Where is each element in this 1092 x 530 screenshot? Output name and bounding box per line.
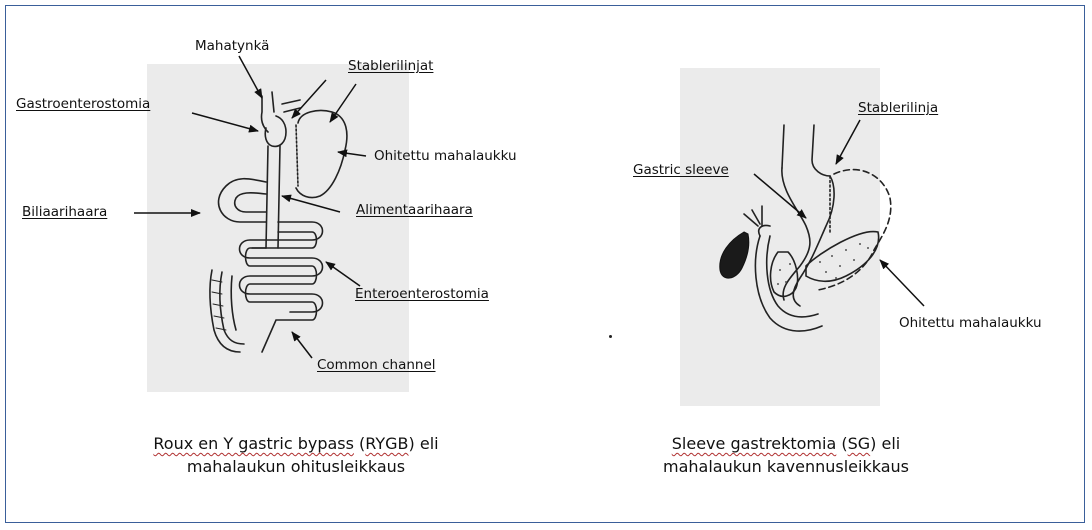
caption-rygb-tail: ) eli	[409, 434, 439, 453]
label-gastric-sleeve: Gastric sleeve	[633, 162, 729, 178]
esophagus-left	[261, 96, 268, 132]
caption-sg-name: Sleeve gastrektomia	[672, 434, 837, 453]
caption-rygb-line2: mahalaukun ohitusleikkaus	[96, 455, 496, 478]
gallbladder	[720, 232, 749, 278]
texture-dots	[777, 243, 869, 285]
arrow-common-channel	[292, 332, 312, 358]
sleeve	[782, 168, 810, 300]
arrow-ohitettu	[338, 152, 366, 156]
arrow-stablerilinja	[836, 120, 860, 164]
caption-sg-line2: mahalaukun kavennusleikkaus	[616, 455, 956, 478]
esophagus-right	[272, 92, 274, 112]
caption-sg: Sleeve gastrektomia (SG) eli mahalaukun …	[616, 432, 956, 478]
bypassed-stomach-shape	[296, 110, 347, 197]
colon	[210, 270, 240, 352]
label-enteroenterostomia: Enteroenterostomia	[355, 286, 489, 302]
caption-sg-paren-open: (	[836, 434, 847, 453]
label-alimentaarihaara: Alimentaarihaara	[356, 202, 473, 218]
caption-rygb-abbr: RYGB	[365, 434, 408, 453]
caption-rygb: Roux en Y gastric bypass (RYGB) eli maha…	[96, 432, 496, 478]
label-common-channel: Common channel	[317, 357, 436, 373]
label-stablerilinjat: Stablerilinjat	[348, 58, 433, 74]
arrow-ohitettu-sg	[880, 260, 924, 306]
stray-dot	[609, 335, 612, 338]
label-mahatynka: Mahatynkä	[195, 38, 269, 54]
label-biliaarihaara: Biliaarihaara	[22, 204, 107, 220]
pouch	[265, 116, 286, 146]
sg-drawing	[744, 125, 891, 331]
caption-sg-tail: ) eli	[870, 434, 900, 453]
arrow-gastroenterostomia	[192, 113, 258, 131]
arrow-alimentaarihaara	[282, 196, 340, 212]
rygb-arrows	[134, 56, 366, 358]
common-channel-coils	[240, 222, 323, 312]
caption-sg-abbr: SG	[848, 434, 871, 453]
arrow-stablerilinjat-2	[330, 84, 356, 122]
label-gastroenterostomia: Gastroenterostomia	[16, 96, 150, 112]
rygb-drawing	[210, 92, 347, 352]
arrow-mahatynka	[239, 56, 262, 98]
label-ohitettu-mahalaukku-rygb: Ohitettu mahalaukku	[374, 148, 517, 164]
label-stablerilinja: Stablerilinja	[858, 100, 938, 116]
alimentary-limb	[266, 146, 268, 248]
caption-rygb-paren-open: (	[354, 434, 365, 453]
label-ohitettu-mahalaukku-sg: Ohitettu mahalaukku	[899, 315, 1042, 331]
sg-arrows	[754, 120, 924, 306]
arrow-enteroenterostomia	[326, 262, 360, 286]
biliary-limb	[219, 179, 266, 222]
staple-line-stomach	[296, 125, 298, 186]
caption-rygb-name: Roux en Y gastric bypass	[153, 434, 354, 453]
